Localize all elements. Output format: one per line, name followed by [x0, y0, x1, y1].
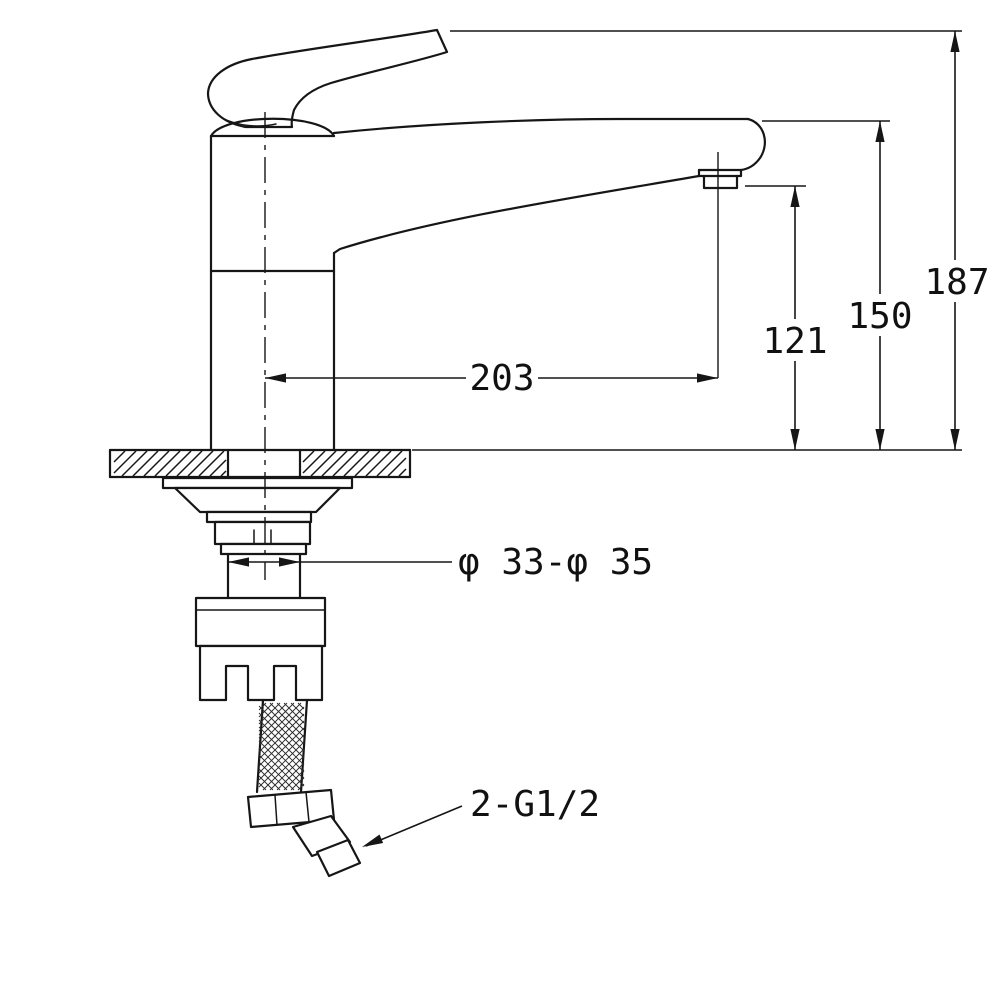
- dimension-label-spout-height: 150: [847, 296, 912, 337]
- rubber-washer: [219, 542, 308, 556]
- hose-end-fitting: [315, 838, 362, 878]
- spacer-ring: [205, 510, 313, 524]
- dimension-label-outlet-height: 121: [762, 321, 827, 362]
- aerator-step: [697, 168, 743, 178]
- dimension-spout-reach: 203: [265, 152, 719, 399]
- countertop-deck: [108, 448, 412, 479]
- dimension-label-overall-height: 187: [924, 262, 989, 303]
- spout-top-edge: [332, 117, 750, 135]
- handle-detail-line: [221, 117, 277, 127]
- mounting-nut: [194, 596, 327, 648]
- dimension-label-connection-thread: 2-G1/2: [470, 784, 600, 825]
- mounting-flange: [161, 476, 354, 490]
- horseshoe-washer: [213, 520, 312, 546]
- spout-tip: [697, 117, 766, 172]
- dimension-arrowheads: [228, 31, 960, 847]
- body-cap-dome: [209, 117, 336, 138]
- faucet-outline: [206, 28, 766, 452]
- hose-left-edge: [255, 698, 265, 794]
- spout-underside: [332, 174, 701, 255]
- mounting-hardware: [161, 476, 354, 702]
- castellated-skirt: [198, 644, 324, 702]
- leader-line-thread: [365, 805, 463, 847]
- aerator-outlet: [702, 174, 739, 190]
- supply-hose: [246, 698, 362, 878]
- dimension-connection-thread: 2-G1/2: [365, 784, 600, 847]
- dimension-spout-height: 150: [762, 120, 913, 450]
- dimension-label-hole-diameter: φ 33-φ 35: [458, 542, 653, 583]
- deck-hatch-right: [302, 450, 407, 477]
- dimension-overall-height: 187: [412, 30, 990, 451]
- flange-cone: [173, 486, 342, 514]
- deck-hatch-left: [113, 450, 227, 477]
- dimension-label-spout-reach: 203: [469, 358, 534, 399]
- hose-braid-texture: [258, 702, 305, 791]
- lever-handle: [206, 28, 449, 129]
- dimension-hole-diameter: φ 33-φ 35: [228, 542, 653, 583]
- dimension-outlet-height: 121: [745, 185, 828, 450]
